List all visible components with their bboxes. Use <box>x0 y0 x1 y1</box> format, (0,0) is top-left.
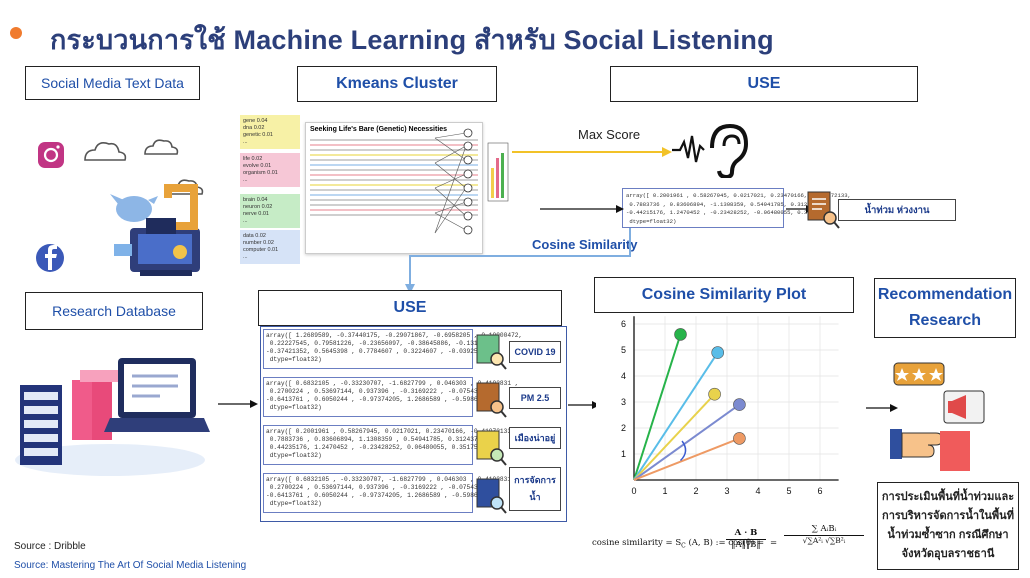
embedding-row-3: array([ 0.2001961 , 0.58267945, 0.021702… <box>263 425 515 465</box>
tag-pm25: PM 2.5 <box>509 387 561 409</box>
title-bullet <box>10 27 22 39</box>
y-tick-label: 6 <box>621 319 626 329</box>
facebook-icon <box>36 244 64 272</box>
doc-icon-green <box>476 334 507 370</box>
rating-stars-icon <box>893 362 945 386</box>
page-title: กระบวนการใช้ Machine Learning สำหรับ Soc… <box>50 25 774 55</box>
doc-icon-blue <box>476 478 507 514</box>
hand-icon <box>890 429 970 471</box>
factory-machine-illustration <box>114 184 200 276</box>
y-tick-label: 2 <box>621 423 626 433</box>
y-tick-label: 4 <box>621 371 626 381</box>
vector-line <box>633 334 682 481</box>
vector-line <box>633 437 740 481</box>
source-dribbble: Source : Dribble <box>14 541 86 552</box>
tag-covid: COVID 19 <box>509 341 561 363</box>
output-tag: น้ำท่วม ห่วงงาน <box>838 199 956 221</box>
vector-line <box>633 393 716 481</box>
max-score-label: Max Score <box>578 127 641 142</box>
source-mastering-link[interactable]: Source: Mastering The Art Of Social Medi… <box>14 560 247 571</box>
cosine-similarity-arrow <box>405 228 631 294</box>
use-top-array-box: array([ 0.2001961 , 0.58267945, 0.021702… <box>622 188 851 228</box>
vector-point <box>711 346 724 359</box>
vector-point <box>733 432 746 445</box>
tag-livable-city: เมืองน่าอยู่ <box>509 427 561 449</box>
x-tick-label: 4 <box>755 486 760 496</box>
books-icon <box>72 370 120 440</box>
x-tick-label: 3 <box>724 486 729 496</box>
research-result-box: การประเมินพื้นที่น้ำท่วมและ การบริหารจัด… <box>877 482 1019 570</box>
arrow-to-use-mid <box>218 400 258 408</box>
y-tick-label: 3 <box>621 397 626 407</box>
use-embeddings-panel: array([ 1.2689589, -0.37440175, -0.29071… <box>260 326 567 522</box>
use-mid-box: USE <box>258 290 562 326</box>
angle-arc <box>679 440 687 462</box>
arrow-to-recommendation <box>866 404 898 412</box>
instagram-icon <box>38 142 64 168</box>
max-score-arrow <box>512 147 672 157</box>
research-database-box: Research Database <box>25 292 203 330</box>
y-tick-label: 5 <box>621 345 626 355</box>
research-label: Research <box>908 312 982 329</box>
doc-icon-yellow <box>476 430 507 466</box>
recommendation-label: Recommendation <box>877 286 1013 303</box>
cosine-plot-box: Cosine Similarity Plot <box>594 277 854 313</box>
x-tick-label: 6 <box>817 486 822 496</box>
twitter-bird-icon <box>110 194 158 222</box>
embedding-row-1: array([ 1.2689589, -0.37440175, -0.29071… <box>263 329 522 369</box>
article-title: Seeking Life's Bare (Genetic) Necessitie… <box>310 126 448 133</box>
kmeans-box: Kmeans Cluster <box>297 66 497 102</box>
use-top-box: USE <box>610 66 918 102</box>
y-tick-label: 1 <box>621 449 626 459</box>
laptop-icon <box>104 358 210 432</box>
social-media-box: Social Media Text Data <box>25 66 200 100</box>
ear-listening-icon <box>672 123 749 178</box>
vector-point <box>708 387 721 401</box>
x-tick-label: 1 <box>662 486 667 496</box>
embedding-row-2: array([ 0.6832105 , -0.33230707, -1.6827… <box>263 377 519 417</box>
cosine-similarity-label: Cosine Similarity <box>532 237 638 252</box>
server-rack-icon <box>20 385 62 465</box>
x-tick-label: 2 <box>693 486 698 496</box>
arrow-to-top-array <box>540 205 624 213</box>
document-search-icon <box>807 191 840 229</box>
x-tick-label: 0 <box>631 486 636 496</box>
vector-point <box>674 328 687 341</box>
research-database-illustration <box>15 358 210 476</box>
vector-line <box>633 352 719 481</box>
cosine-similarity-chart: 0 1 2 3 4 5 6 1 2 3 4 5 6 <box>596 314 856 514</box>
tag-water-management: การจัดการ น้ำ <box>509 467 561 511</box>
embedding-doc-icons <box>476 334 507 514</box>
recommendation-box: Recommendation Research <box>874 278 1016 338</box>
article-document: Seeking Life's Bare (Genetic) Necessitie… <box>305 122 483 254</box>
x-tick-label: 5 <box>786 486 791 496</box>
use-top-array: array([ 0.2001961 , 0.58267945, 0.021702… <box>626 192 851 225</box>
vector-line <box>633 403 740 481</box>
megaphone-icon <box>943 390 985 424</box>
cluster-network <box>434 128 509 235</box>
recommendation-illustration <box>890 362 985 471</box>
vector-point <box>733 398 746 411</box>
embedding-row-4: array([ 0.6832105 , -0.33230707, -1.6827… <box>263 473 519 513</box>
doc-icon-brown <box>476 382 507 418</box>
cosine-formula: cosine similarity = SC (A, B) := cos(θ) … <box>592 524 870 574</box>
